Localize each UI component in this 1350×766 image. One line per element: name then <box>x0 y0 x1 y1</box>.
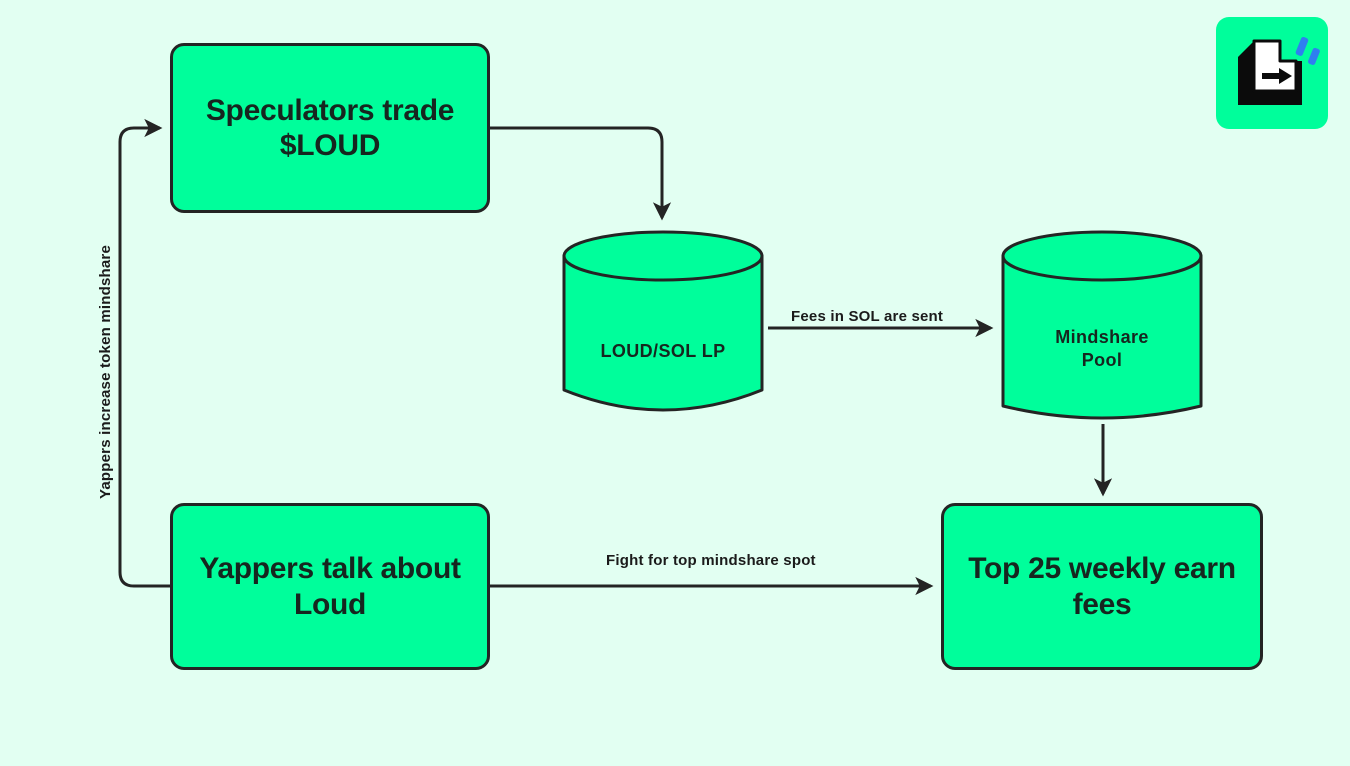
edge-label-fees-in-sol-are-sent: Fees in SOL are sent <box>791 308 944 325</box>
node-speculators-label: Speculators trade $LOUD <box>205 93 455 162</box>
cylinder-top-lp <box>562 230 764 282</box>
logo-accent-marks <box>1295 36 1320 65</box>
document-arrow-icon <box>1238 36 1320 105</box>
node-top25-label: Top 25 weekly earn fees <box>968 552 1236 621</box>
app-logo-badge[interactable] <box>1216 17 1328 129</box>
cylinder-top-pool <box>1001 230 1203 282</box>
edge-label-yappers-increase-token-mindshare: Yappers increase token mindshare <box>97 244 114 499</box>
node-top-25-weekly-earn-fees[interactable]: Top 25 weekly earn fees <box>941 503 1263 670</box>
cylinder-body-lp <box>562 254 764 412</box>
logo-arrow-icon <box>1262 68 1292 84</box>
node-loud-sol-lp-datastore[interactable]: LOUD/SOL LP <box>562 230 764 426</box>
edge-yappers-to-speculators <box>118 118 170 588</box>
node-yappers-talk-about-loud[interactable]: Yappers talk about Loud <box>170 503 490 670</box>
edge-speculators-to-lp <box>490 126 672 221</box>
cylinder-body-pool <box>1001 254 1203 420</box>
node-yappers-label: Yappers talk about Loud <box>199 552 461 621</box>
node-speculators-trade-loud[interactable]: Speculators trade $LOUD <box>170 43 490 213</box>
edge-label-fight-for-top-mindshare-spot: Fight for top mindshare spot <box>606 552 816 569</box>
logo-page-face <box>1252 39 1298 93</box>
node-mindshare-pool-datastore[interactable]: Mindshare Pool <box>1001 230 1203 426</box>
